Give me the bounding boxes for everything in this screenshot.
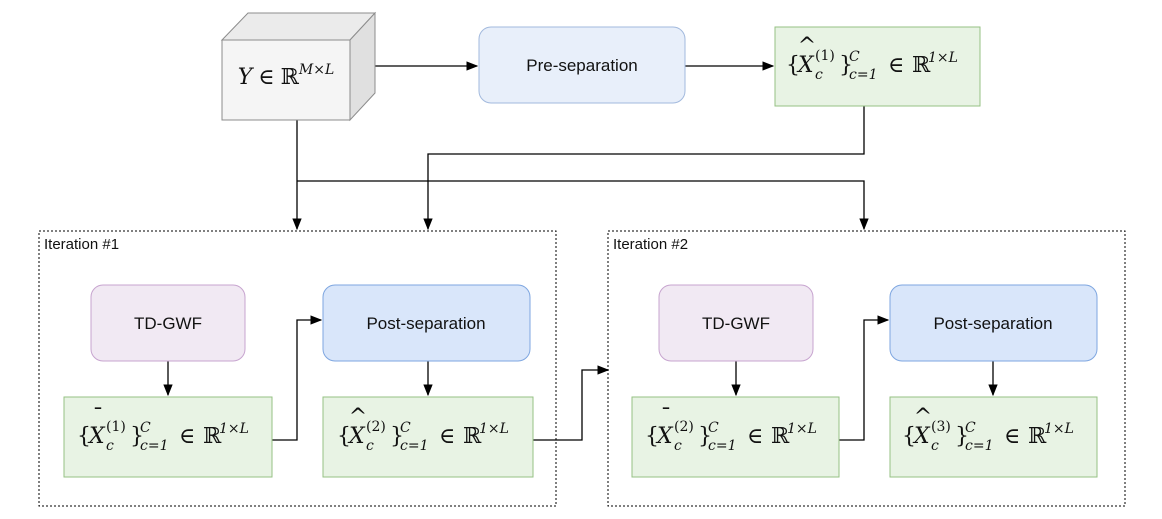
formula-range-subscript: c=1: [965, 438, 993, 454]
formula-right-brace: }: [839, 53, 853, 78]
connectors: [163, 61, 998, 441]
formula-right-brace: }: [390, 424, 404, 449]
formula-accent: ^: [798, 34, 816, 59]
formula-variable: X: [796, 53, 815, 78]
formula-left-brace: {: [337, 424, 351, 449]
formula-iteration-superscript: (2): [366, 419, 386, 435]
cube-top-face: [220, 12, 377, 41]
estimate-2-rect: [322, 396, 534, 478]
estimate-2-formula: {X^(2) c}Cc=1 ∈ ℝ1×L: [337, 405, 509, 454]
formula-subscript: c: [931, 438, 939, 454]
arrow-filtered2-to-post2: [839, 315, 890, 441]
formula-element-of: ∈: [179, 424, 195, 449]
iteration-2-container: Iteration #2 TD-GWF Post-separation {X¯(…: [607, 230, 1126, 507]
formula-variable: X: [347, 424, 366, 449]
formula-iteration-superscript: (3): [931, 419, 951, 435]
arrow-input-to-iteration2: [297, 180, 869, 231]
formula-element-of: ∈: [1004, 424, 1020, 449]
formula-dimensions: 1×L: [479, 421, 509, 437]
arrow-filtered1-to-post1: [272, 315, 323, 441]
formula-range-superscript: C: [140, 420, 151, 436]
arrow-estimate1-to-iteration1: [423, 106, 865, 231]
formula-right-brace: }: [698, 424, 712, 449]
formula-subscript: c: [366, 438, 374, 454]
iteration-1-container: Iteration #1 TD-GWF Post-separation {X¯(…: [38, 230, 557, 507]
tdgwf-1-rect: [90, 284, 246, 362]
formula-range-subscript: c=1: [140, 438, 168, 454]
formula-accent: ¯: [93, 405, 104, 430]
formula-iteration-superscript: (1): [106, 419, 126, 435]
formula-real-space: ℝ: [463, 424, 482, 449]
post-separation-1-rect: [322, 284, 531, 362]
formula-range-subscript: c=1: [849, 67, 877, 83]
formula-range-superscript: C: [849, 49, 860, 65]
formula-range-superscript: C: [400, 420, 411, 436]
filtered-1-formula: {X¯(1) c}Cc=1 ∈ ℝ1×L: [77, 405, 249, 454]
formula-variable: X: [912, 424, 931, 449]
iteration-2-label: Iteration #2: [613, 236, 688, 253]
formula-right-brace: }: [130, 424, 144, 449]
formula-left-brace: {: [786, 53, 800, 78]
tdgwf-2-label: TD-GWF: [702, 314, 770, 333]
formula-accent: ¯: [661, 405, 672, 430]
arrow-iteration1-to-iteration2: [533, 365, 610, 441]
estimate-1-formula: {X^(1) c}Cc=1 ∈ ℝ1×L: [786, 34, 958, 83]
formula-variable: X: [87, 424, 106, 449]
formula-range-superscript: C: [965, 420, 976, 436]
formula-dimensions: 1×L: [1044, 421, 1074, 437]
post-separation-2-rect: [889, 284, 1098, 362]
estimate-1-box: {X^(1) c}Cc=1 ∈ ℝ1×L: [774, 26, 981, 107]
tdgwf-2-rect: [658, 284, 814, 362]
formula-left-brace: {: [645, 424, 659, 449]
formula-real-space: ℝ: [912, 53, 931, 78]
pre-separation-rect: [478, 26, 686, 104]
formula-real-space: ℝ: [771, 424, 790, 449]
formula-range-subscript: c=1: [708, 438, 736, 454]
formula-accent: ^: [914, 405, 932, 430]
formula-left-brace: {: [77, 424, 91, 449]
formula-dimensions: 1×L: [219, 421, 249, 437]
filtered-2-formula: {X¯(2) c}Cc=1 ∈ ℝ1×L: [645, 405, 817, 454]
input-signal-label: Y∈ℝM×L: [238, 62, 335, 90]
formula-range-superscript: C: [708, 420, 719, 436]
post-separation-2-label: Post-separation: [933, 314, 1052, 333]
formula-subscript: c: [815, 67, 823, 83]
post-separation-1-label: Post-separation: [366, 314, 485, 333]
filtered-1-rect: [63, 396, 273, 478]
tdgwf-1-label: TD-GWF: [134, 314, 202, 333]
formula-right-brace: }: [955, 424, 969, 449]
cube-front-face: [221, 39, 351, 121]
estimate-1-rect: [774, 26, 981, 107]
formula-subscript: c: [106, 438, 114, 454]
formula-dimensions: 1×L: [787, 421, 817, 437]
formula-element-of: ∈: [747, 424, 763, 449]
formula-dimensions: 1×L: [928, 50, 958, 66]
formula-accent: ^: [349, 405, 367, 430]
filtered-2-rect: [631, 396, 840, 478]
estimate-3-formula: {X^(3) c}Cc=1 ∈ ℝ1×L: [902, 405, 1074, 454]
pre-separation-label: Pre-separation: [526, 56, 638, 75]
pre-separation-box: Pre-separation: [478, 26, 686, 104]
formula-iteration-superscript: (2): [674, 419, 694, 435]
formula-real-space: ℝ: [203, 424, 222, 449]
estimate-3-rect: [889, 396, 1098, 478]
formula-subscript: c: [674, 438, 682, 454]
formula-left-brace: {: [902, 424, 916, 449]
formula-real-space: ℝ: [1028, 424, 1047, 449]
formula-variable: X: [655, 424, 674, 449]
formula-element-of: ∈: [439, 424, 455, 449]
formula-element-of: ∈: [888, 53, 904, 78]
input-cube: Y∈ℝM×L: [220, 11, 377, 122]
iteration-1-label: Iteration #1: [44, 236, 119, 253]
formula-iteration-superscript: (1): [815, 48, 835, 64]
formula-range-subscript: c=1: [400, 438, 428, 454]
